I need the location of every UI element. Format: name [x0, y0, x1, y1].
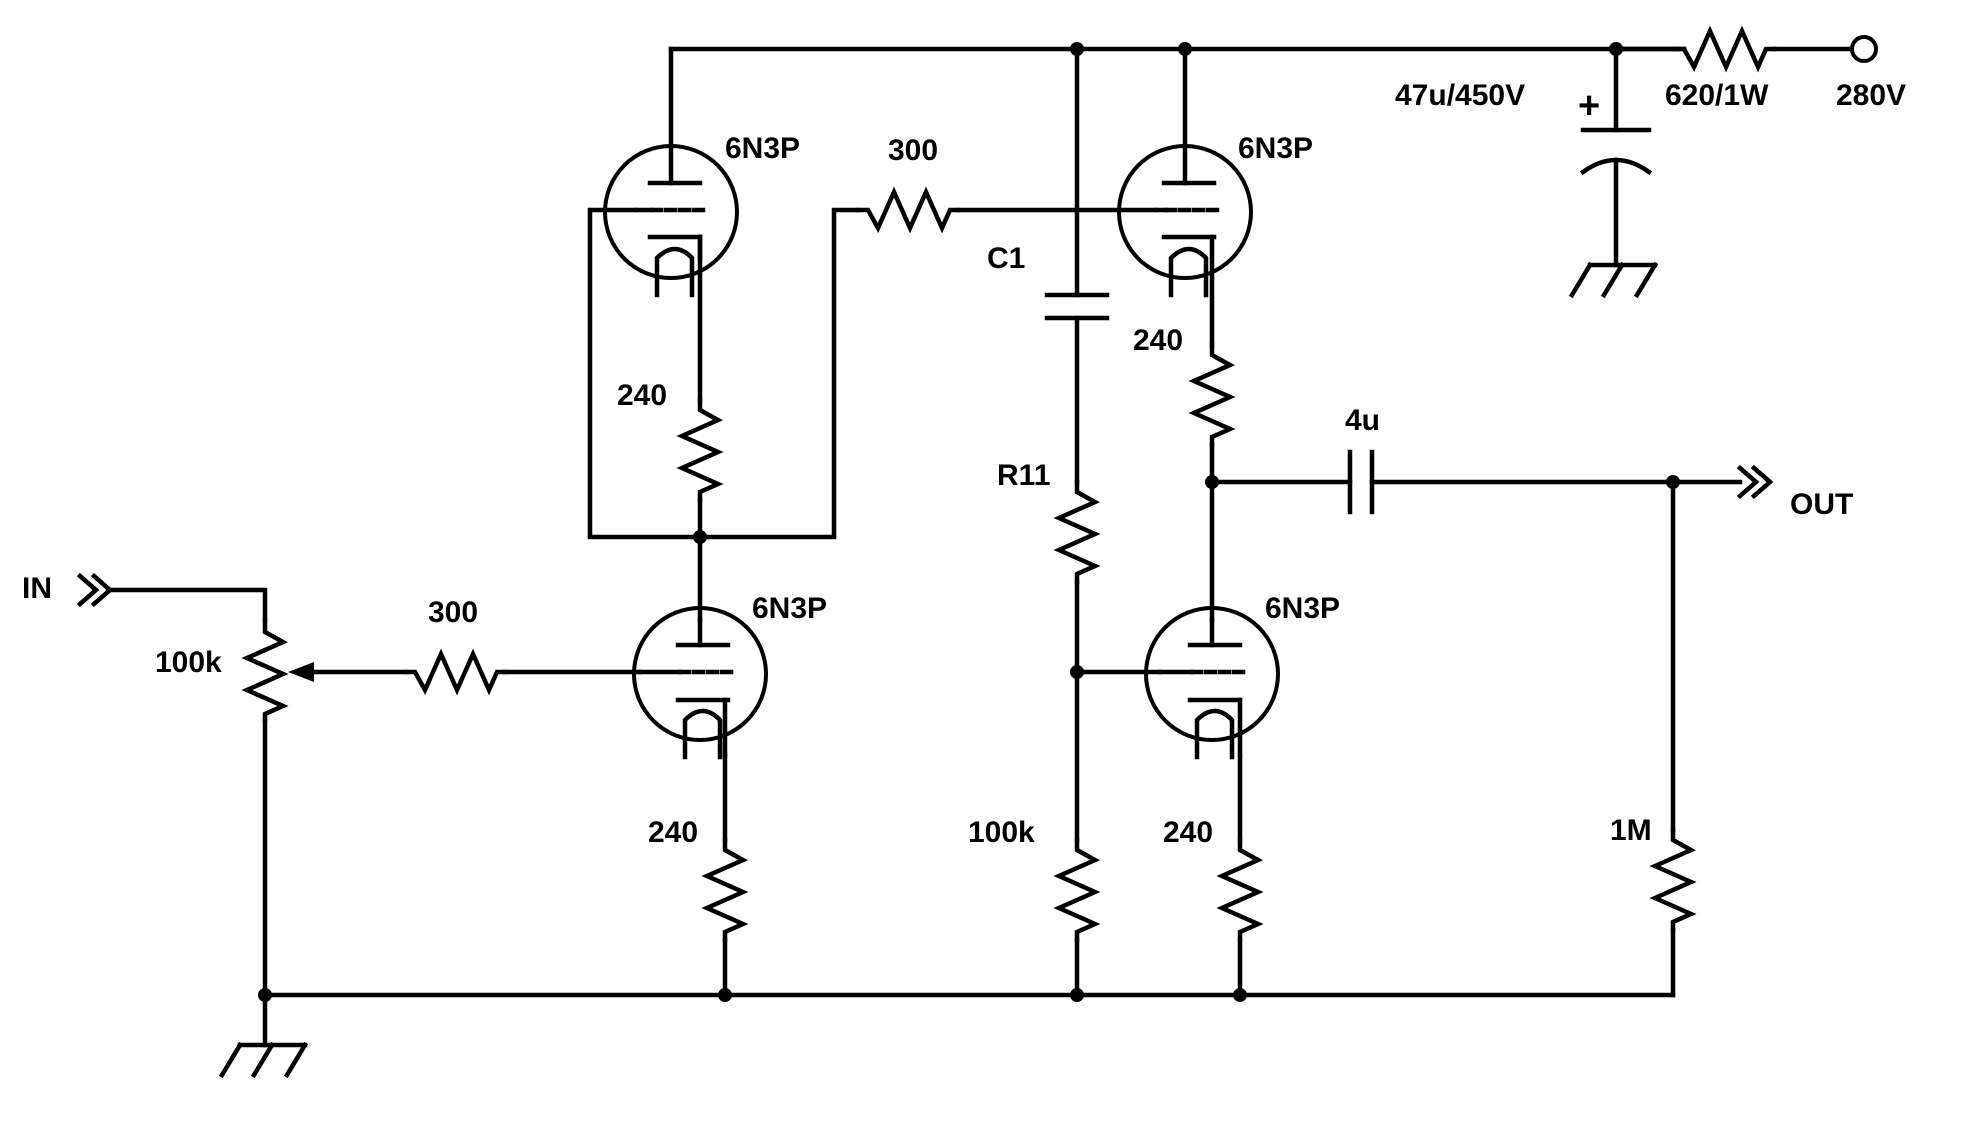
junction-dot [1609, 42, 1623, 56]
ll-cathode-resistor [701, 837, 749, 943]
junction-dot [1233, 988, 1247, 1002]
pot-wiper-icon [288, 662, 315, 682]
ground-icon [218, 1041, 309, 1079]
lr-cathode-resistor [1216, 837, 1264, 943]
tube-label-lower-right: 6N3P [1265, 592, 1340, 625]
junction-dot [1205, 475, 1219, 489]
output-load-resistor-label: 1M [1610, 814, 1652, 847]
ul-cathode-resistor [676, 397, 724, 503]
triode-tube-lower-left [632, 606, 768, 760]
grid-upper-resistor-label: 300 [888, 134, 938, 167]
junction-dot [1178, 42, 1192, 56]
supply-voltage-label: 280V [1836, 79, 1906, 112]
arrow-port-icon [76, 572, 114, 608]
junction-dot [1070, 42, 1084, 56]
junction-dot [1666, 475, 1680, 489]
arrow-port-icon [1736, 464, 1774, 500]
grid-input-resistor-label: 300 [428, 596, 478, 629]
input-pot-resistor [241, 617, 289, 723]
junction-dot [1070, 665, 1084, 679]
r11-resistor [1053, 479, 1101, 585]
supply-filter-capacitor-label: 47u/450V [1395, 79, 1525, 112]
labels: IN OUT 280V 6N3P 6N3P 6N3P 6N3P 100k 300… [22, 79, 1906, 849]
ul-grid-loop-wire [587, 207, 861, 540]
grid-input-resistor [402, 648, 508, 696]
output-load-resistor [1649, 827, 1697, 933]
tube-label-upper-left: 6N3P [725, 132, 800, 165]
junction-dot [718, 988, 732, 1002]
junction-dot [693, 530, 707, 544]
input-label: IN [22, 572, 52, 605]
c1-capacitor [1044, 292, 1110, 321]
filter-polarity-label: + [1578, 85, 1600, 127]
junctions [258, 42, 1680, 1002]
input-wire [105, 587, 268, 623]
output-label: OUT [1790, 488, 1853, 521]
triode-tube-lower-right [1144, 606, 1280, 760]
ul-cathode-resistor-label: 240 [617, 379, 667, 412]
tube-label-lower-left: 6N3P [752, 592, 827, 625]
output-coupling-capacitor-label: 4u [1345, 404, 1380, 437]
supply-filter-capacitor [1579, 127, 1653, 176]
triode-tube-upper-left [603, 144, 739, 298]
lr-cathode-resistor-label: 240 [1163, 816, 1213, 849]
bias-bottom-resistor [1053, 837, 1101, 943]
triode-tube-upper-right [1117, 144, 1253, 298]
ur-cathode-resistor-label: 240 [1133, 324, 1183, 357]
input-pot-label: 100k [155, 646, 222, 679]
tube-label-upper-right: 6N3P [1238, 132, 1313, 165]
r11-label: R11 [997, 459, 1050, 492]
wiring [105, 46, 1853, 1048]
capacitors [1044, 127, 1653, 515]
bias-bottom-resistor-label: 100k [968, 816, 1035, 849]
grid-upper-resistor [855, 186, 961, 234]
terminal-circle-icon [1850, 35, 1878, 63]
supply-series-resistor-label: 620/1W [1665, 79, 1769, 112]
ground-icon [1568, 261, 1659, 299]
c1-label: C1 [987, 242, 1025, 275]
junction-dot [1070, 988, 1084, 1002]
ur-cathode-resistor [1188, 342, 1236, 448]
output-coupling-capacitor [1347, 449, 1375, 515]
supply-series-resistor [1671, 25, 1777, 73]
ll-cathode-resistor-label: 240 [648, 816, 698, 849]
junction-dot [258, 988, 272, 1002]
resistors [241, 25, 1777, 943]
